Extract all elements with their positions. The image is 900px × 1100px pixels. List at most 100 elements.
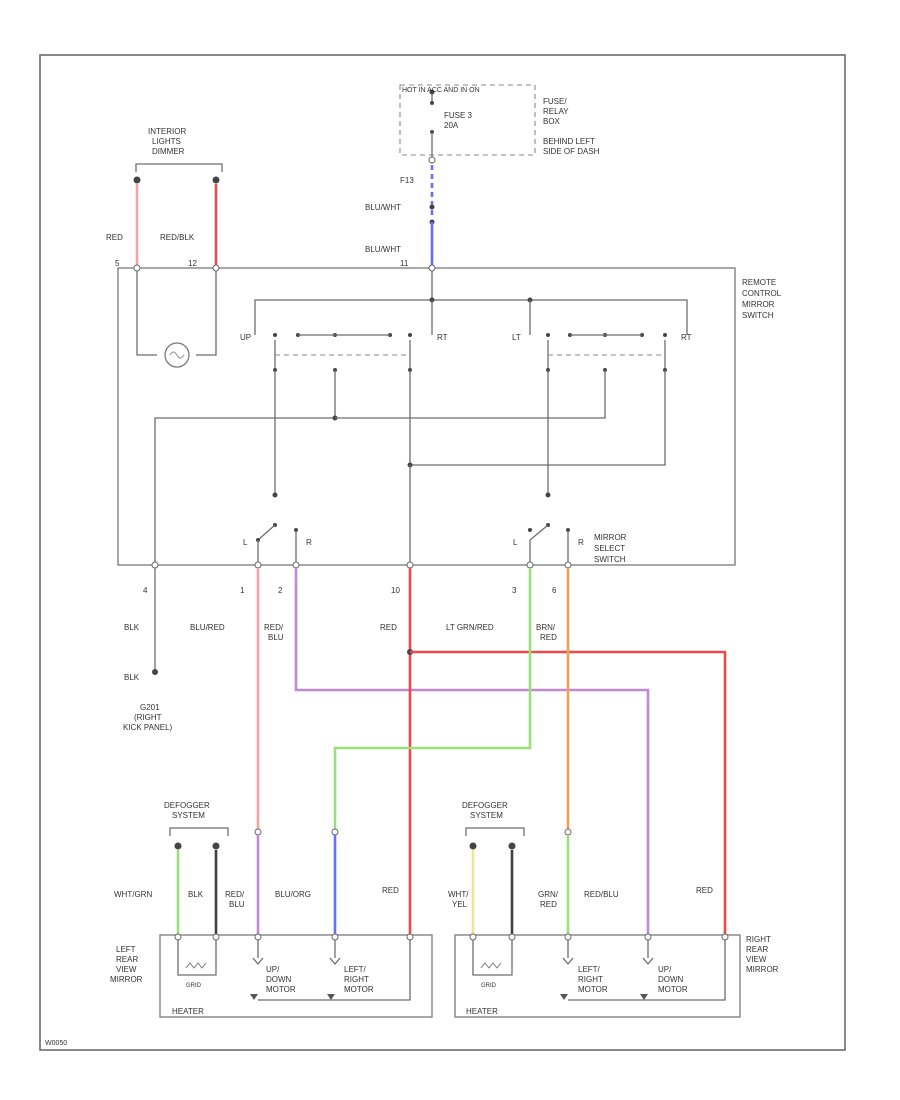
mirror-select-switch: L R L R MIRROR SELECT SWITCH [243, 492, 627, 564]
lm-wire-2: BLK [188, 890, 204, 899]
lm-name-2: REAR [116, 955, 138, 964]
select-right-2: R [578, 538, 584, 547]
wire-label-red-mid: RED [380, 623, 397, 632]
lm-name-4: MIRROR [110, 975, 143, 984]
select-right: R [306, 538, 312, 547]
right-rear-view-mirror: RIGHT REAR VIEW MIRROR GRID LEFT/ RIGHT … [454, 933, 779, 1018]
pin-4: 4 [143, 586, 148, 595]
wire-label-blu-red: BLU/RED [190, 623, 225, 632]
lm-wire-3b: BLU [229, 900, 245, 909]
select-left-2: L [513, 538, 518, 547]
fuse-loc-1: FUSE/ [543, 97, 567, 106]
pin-5: 5 [115, 259, 120, 268]
switch-label-2: CONTROL [742, 289, 782, 298]
right-joystick-switch: LT RT [512, 333, 692, 372]
pin-12: 12 [188, 259, 197, 268]
fuse-connector: F13 [400, 176, 414, 185]
rm-name-2: REAR [746, 945, 768, 954]
rm-motor1-b: RIGHT [578, 975, 603, 984]
wire-label-blu-wht-1: BLU/WHT [365, 203, 401, 212]
dimmer-label-1: INTERIOR [148, 127, 186, 136]
rm-motor1-a: LEFT/ [578, 965, 601, 974]
wire-label-brn-red-2: RED [540, 633, 557, 642]
lm-name-1: LEFT [116, 945, 136, 954]
rm-wire-4: RED [696, 886, 713, 895]
ground-loc-2: KICK PANEL) [123, 723, 173, 732]
select-label-2: SELECT [594, 544, 625, 553]
fuse-box-outline [399, 84, 536, 156]
fuse-hot-label: HOT IN ACC AND IN ON [402, 87, 480, 94]
lm-motor2-c: MOTOR [344, 985, 374, 994]
rm-name-4: MIRROR [746, 965, 779, 974]
pin-2: 2 [278, 586, 283, 595]
defog-left-2: SYSTEM [172, 811, 205, 820]
ground-name: G201 [140, 703, 160, 712]
select-label-1: MIRROR [594, 533, 627, 542]
wire-lt-grn-red [333, 568, 532, 830]
pin-6: 6 [552, 586, 557, 595]
fuse-loc-4: BEHIND LEFT [543, 137, 595, 146]
switch-rt-left: RT [437, 333, 448, 342]
rm-heater: HEATER [466, 1007, 498, 1016]
rm-motor2-a: UP/ [658, 965, 672, 974]
lm-motor2-a: LEFT/ [344, 965, 367, 974]
lm-motor1-b: DOWN [266, 975, 292, 984]
wire-label-red-blu-2: BLU [268, 633, 284, 642]
select-label-3: SWITCH [594, 555, 626, 564]
switch-lt-right: LT [512, 333, 521, 342]
rm-motor2-icon [640, 994, 648, 1000]
defog-right-1: DEFOGGER [462, 801, 508, 810]
rm-name-3: VIEW [746, 955, 767, 964]
interior-lights-dimmer: INTERIOR LIGHTS DIMMER [133, 127, 223, 184]
switch-rt-right: RT [681, 333, 692, 342]
rm-motor2-c: MOTOR [658, 985, 688, 994]
left-rear-view-mirror: LEFT REAR VIEW MIRROR GRID UP/ DOWN MOTO… [110, 933, 433, 1018]
left-joystick-switch: UP RT [240, 333, 448, 372]
pin-3: 3 [512, 586, 517, 595]
wire-label-blk-1: BLK [124, 623, 140, 632]
lm-motor1-c: MOTOR [266, 985, 296, 994]
defog-left-1: DEFOGGER [164, 801, 210, 810]
lamp-icon [164, 342, 190, 368]
rm-motor1-icon [560, 994, 568, 1000]
diagram-frame [39, 54, 846, 1051]
lm-wire-5: RED [382, 886, 399, 895]
fuse-loc-3: BOX [543, 117, 561, 126]
rm-name-1: RIGHT [746, 935, 771, 944]
fuse-amps: 20A [444, 121, 459, 130]
wire-red-branch [410, 650, 727, 935]
lm-name-3: VIEW [116, 965, 137, 974]
switch-up-left: UP [240, 333, 251, 342]
ground-loc-1: (RIGHT [134, 713, 162, 722]
pin-1: 1 [240, 586, 245, 595]
lm-motor1-icon [250, 994, 258, 1000]
fuse-box: HOT IN ACC AND IN ON FUSE 3 20A FUSE/ RE… [399, 84, 600, 185]
lm-wire-4: BLU/ORG [275, 890, 311, 899]
pin-11: 11 [400, 259, 409, 268]
lm-motor1-a: UP/ [266, 965, 280, 974]
fuse-loc-5: SIDE OF DASH [543, 147, 600, 156]
dimmer-label-2: LIGHTS [152, 137, 181, 146]
lm-motor2-b: RIGHT [344, 975, 369, 984]
rm-wire-1a: WHT/ [448, 890, 469, 899]
switch-label-4: SWITCH [742, 311, 774, 320]
wire-label-red-top: RED [106, 233, 123, 242]
lm-wire-3a: RED/ [225, 890, 245, 899]
lm-motor2-icon [327, 994, 335, 1000]
defog-right-2: SYSTEM [470, 811, 503, 820]
dimmer-label-3: DIMMER [152, 147, 185, 156]
lm-heater-grid: GRID [186, 983, 202, 989]
fuse-loc-2: RELAY [543, 107, 569, 116]
wire-label-red-blk-top: RED/BLK [160, 233, 195, 242]
rm-wire-1b: YEL [452, 900, 468, 909]
select-left: L [243, 538, 248, 547]
connector-c1 [429, 204, 435, 210]
lm-heater: HEATER [172, 1007, 204, 1016]
switch-label-3: MIRROR [742, 300, 775, 309]
wire-red-blu [294, 568, 650, 935]
rm-motor1-c: MOTOR [578, 985, 608, 994]
wire-label-red-blu-1: RED/ [264, 623, 284, 632]
pin-10: 10 [391, 586, 400, 595]
wire-label-lt-grn-red: LT GRN/RED [446, 623, 494, 632]
